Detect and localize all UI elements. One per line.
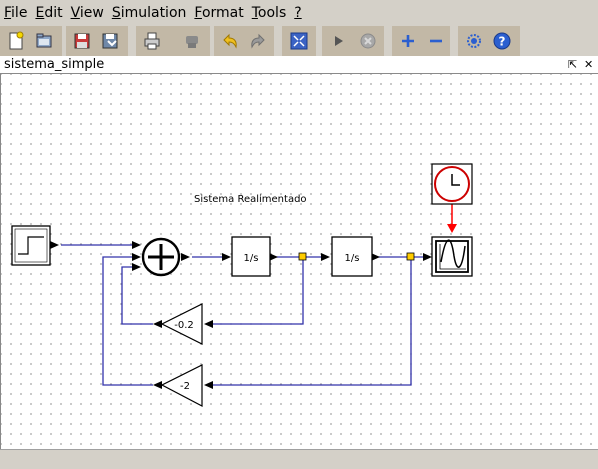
- menu-format[interactable]: Format: [194, 5, 244, 21]
- print-icon[interactable]: [140, 29, 164, 53]
- block-diagram: Sistema Realimentado: [11, 163, 473, 407]
- undock-icon[interactable]: ⇱: [568, 58, 578, 71]
- undo-icon[interactable]: [218, 29, 242, 53]
- save-icon[interactable]: [70, 29, 94, 53]
- zoom-out-icon[interactable]: [424, 29, 448, 53]
- event-link[interactable]: [447, 204, 457, 233]
- link-feedback-2[interactable]: [213, 257, 412, 386]
- stop-icon[interactable]: [356, 29, 380, 53]
- diagram-canvas[interactable]: Sistema Realimentado: [0, 74, 598, 449]
- menu-bar: File Edit View Simulation Format Tools ?: [0, 0, 598, 26]
- redo-icon[interactable]: [246, 29, 270, 53]
- gain-1-label: -0.2: [174, 320, 194, 331]
- start-icon[interactable]: [326, 29, 350, 53]
- toolbar-group-undo: [214, 26, 274, 56]
- link-feedback-1[interactable]: [213, 257, 304, 325]
- gain-block-2[interactable]: -2: [160, 364, 203, 407]
- menu-simulation[interactable]: Simulation: [111, 5, 187, 21]
- delete-icon[interactable]: [180, 29, 204, 53]
- clock-block[interactable]: [431, 163, 473, 205]
- toolbar: ?: [0, 26, 598, 56]
- fit-diagram-icon[interactable]: [287, 29, 311, 53]
- summation-block[interactable]: [141, 237, 181, 277]
- split-point-1[interactable]: [298, 252, 307, 261]
- menu-tools[interactable]: Tools: [251, 5, 287, 21]
- help-icon[interactable]: ?: [490, 29, 514, 53]
- integrator-2-label: 1/s: [345, 253, 360, 264]
- window-title-bar: sistema_simple ⇱ ✕: [0, 56, 598, 74]
- svg-text:?: ?: [499, 35, 506, 49]
- close-icon[interactable]: ✕: [584, 58, 594, 71]
- scope-block[interactable]: [431, 236, 473, 277]
- horizontal-scrollbar[interactable]: [0, 449, 598, 469]
- window-title: sistema_simple: [4, 57, 105, 72]
- new-diagram-icon[interactable]: [4, 29, 28, 53]
- menu-help[interactable]: ?: [294, 5, 302, 21]
- split-point-2[interactable]: [406, 252, 415, 261]
- diagram-annotation[interactable]: Sistema Realimentado: [194, 194, 307, 205]
- links: [61, 244, 424, 386]
- link-gain1-to-sum[interactable]: [121, 266, 153, 325]
- link-gain2-to-sum[interactable]: [102, 256, 153, 386]
- palette-browser-icon[interactable]: [462, 29, 486, 53]
- gain-block-1[interactable]: -0.2: [160, 303, 203, 345]
- integrator-block-1[interactable]: 1/s: [231, 236, 271, 277]
- gain-2-label: -2: [180, 381, 190, 392]
- menu-file[interactable]: File: [4, 5, 28, 21]
- menu-view[interactable]: View: [70, 5, 104, 21]
- menu-edit[interactable]: Edit: [35, 5, 63, 21]
- step-block[interactable]: [11, 225, 51, 266]
- integrator-block-2[interactable]: 1/s: [331, 236, 373, 277]
- integrator-1-label: 1/s: [244, 253, 259, 264]
- link-arrowheads: [50, 241, 432, 389]
- save-as-icon[interactable]: [98, 29, 122, 53]
- open-icon[interactable]: [32, 29, 56, 53]
- zoom-in-icon[interactable]: [396, 29, 420, 53]
